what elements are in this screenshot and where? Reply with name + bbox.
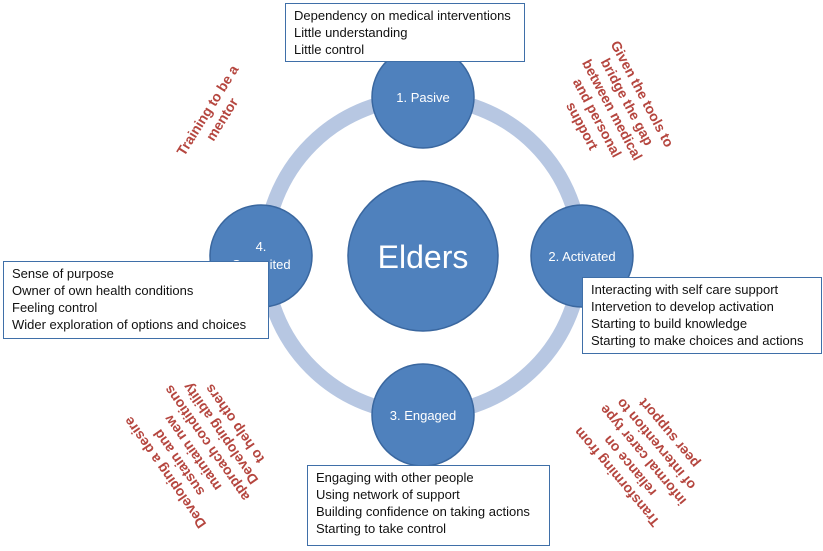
engaged-info-box: Engaging with other people Using network… [307,465,550,546]
pasive-info-box: Dependency on medical interventions Litt… [285,3,525,62]
commited-info-box: Sense of purpose Owner of own health con… [3,261,269,339]
pasive-info-line: Little control [294,42,365,57]
engaged-info-line: Building confidence on taking actions [316,504,530,519]
node-engaged-label: 3. Engaged [390,408,457,423]
engaged-info-line: Engaging with other people [316,470,474,485]
node-commited-label-line1: 4. [256,239,267,254]
pasive-info-line: Dependency on medical interventions [294,8,511,23]
engaged-info-line: Starting to take control [316,521,447,536]
pasive-info-line: Little understanding [294,25,408,40]
engaged-info-line: Using network of support [316,487,460,502]
commited-info-line: Sense of purpose [12,266,114,281]
activated-info-box: Interacting with self care support Inter… [582,277,822,354]
activated-info-line: Intervetion to develop activation [591,299,774,314]
activated-info-line: Starting to make choices and actions [591,333,804,348]
node-activated-label: 2. Activated [548,249,615,264]
commited-info-line: Feeling control [12,300,98,315]
node-pasive-label: 1. Pasive [396,90,449,105]
activated-info-line: Starting to build knowledge [591,316,748,331]
commited-info-line: Wider exploration of options and choices [12,317,247,332]
center-label: Elders [378,239,469,275]
commited-info-line: Owner of own health conditions [12,283,194,298]
center-node [347,180,499,332]
activated-info-line: Interacting with self care support [591,282,779,297]
